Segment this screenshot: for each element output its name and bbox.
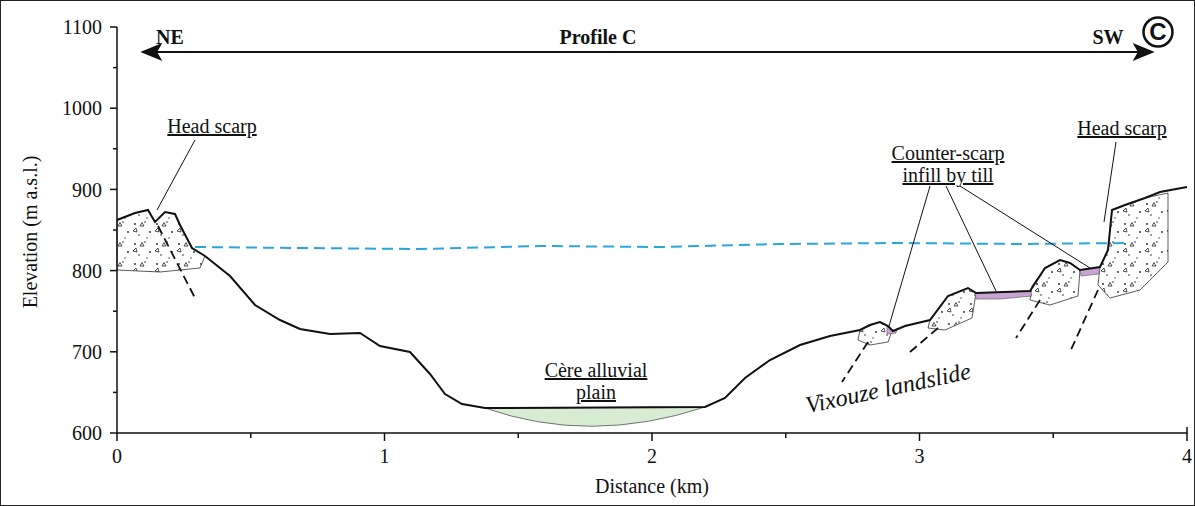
axis-tick-label: 2 <box>647 445 657 467</box>
axis-tick-label: 1000 <box>62 97 102 119</box>
axis-tick-label: 4 <box>1182 445 1192 467</box>
panel-letter-circle: C <box>1142 16 1174 48</box>
tick <box>113 148 117 150</box>
axis-tick-label: 900 <box>72 179 102 201</box>
direction-arrow <box>143 45 1152 59</box>
axis-tick-label: 3 <box>915 445 925 467</box>
profile-title: Profile C <box>560 26 637 48</box>
landslide-name: Vixouze landslide <box>803 358 973 419</box>
tick <box>113 67 117 69</box>
axes <box>110 27 1187 441</box>
topographic-profile <box>117 187 1187 408</box>
tick <box>113 229 117 231</box>
axis-tick-label: 700 <box>72 341 102 363</box>
tick <box>113 310 117 312</box>
direction-label: NE <box>156 26 184 48</box>
tick <box>250 433 252 438</box>
tick <box>518 433 520 438</box>
tick <box>785 433 787 438</box>
feature-label: Cère alluvial plain <box>531 359 661 403</box>
landslide-deposits <box>117 193 1168 345</box>
tick <box>110 351 117 353</box>
tick <box>116 433 118 441</box>
feature-label: Head scarp <box>1077 117 1166 139</box>
tick <box>110 270 117 272</box>
tick <box>110 189 117 191</box>
tick <box>1186 433 1188 441</box>
feature-label: Counter-scarp infill by till <box>878 142 1018 186</box>
tick <box>110 107 117 109</box>
lake-level <box>195 243 1130 249</box>
axis-title: Distance (km) <box>595 475 709 497</box>
direction-label: SW <box>1092 26 1123 48</box>
tick <box>384 433 386 441</box>
tick <box>1053 433 1055 438</box>
leader-line <box>157 140 1116 326</box>
panel-letter: C <box>1149 20 1166 44</box>
axis-tick-label: 0 <box>112 445 122 467</box>
axis-tick-label: 600 <box>72 422 102 444</box>
tick <box>113 392 117 394</box>
till-infill <box>887 267 1100 334</box>
tick <box>110 432 117 434</box>
axis-title: Elevation (m a.s.l.) <box>19 156 41 309</box>
alluvial-fill <box>485 407 705 426</box>
tick <box>651 433 653 441</box>
tick <box>919 433 921 441</box>
feature-label: Head scarp <box>167 115 256 137</box>
axis-tick-label: 1100 <box>63 16 102 38</box>
tick <box>110 26 117 28</box>
axis-tick-label: 1 <box>380 445 390 467</box>
axis-tick-label: 800 <box>72 260 102 282</box>
slip-surface <box>158 226 1098 382</box>
